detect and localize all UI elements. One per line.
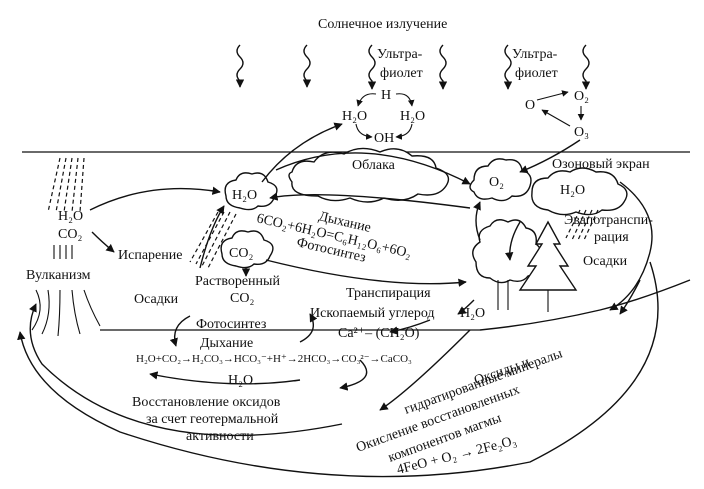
uv-label-2a: Ультра- bbox=[512, 47, 558, 62]
h2o-label-left: H₂O bbox=[342, 109, 367, 124]
o-atom-label: O bbox=[525, 98, 535, 113]
ozone-shield-label: Озоновый экран bbox=[552, 157, 650, 172]
dissolved-co2-label-b: CO₂ bbox=[230, 291, 254, 306]
uv-label-1b: фиолет bbox=[380, 66, 423, 81]
h2o-right-cloud-label: H₂O bbox=[560, 183, 585, 198]
h-atom-label: H bbox=[381, 88, 391, 103]
cloud-o2 bbox=[469, 158, 532, 202]
transpiration-label: Транспирация bbox=[346, 286, 431, 301]
rain-right bbox=[565, 209, 599, 241]
reduction-label-c: активности bbox=[186, 429, 254, 444]
co2-cloud-label: CO₂ bbox=[229, 246, 253, 261]
evapotranspiration-label-b: рация bbox=[594, 230, 629, 245]
o2-cloud-label: O₂ bbox=[489, 175, 504, 190]
conifer-tree bbox=[518, 220, 578, 312]
volcano-h2o-label: H₂O bbox=[58, 209, 83, 224]
solar-radiation-label: Солнечное излучение bbox=[318, 17, 447, 32]
uv-label-2b: фиолет bbox=[515, 66, 558, 81]
volcanic-plume bbox=[47, 157, 85, 213]
carbonate-equation: H₂O+CO₂→H₂CO₃→HCO₃⁻+H⁺→2HCO₃→CO₃²⁻→CaCO₃ bbox=[136, 353, 412, 365]
cloud-h2o-right bbox=[531, 167, 628, 216]
h2o-label-right: H₂O bbox=[400, 109, 425, 124]
dissolved-co2-label-a: Растворенный bbox=[195, 274, 280, 289]
cloud-main bbox=[288, 147, 450, 203]
clouds-label: Облака bbox=[352, 158, 396, 173]
volcanism-label: Вулканизм bbox=[26, 268, 91, 283]
photolysis-arrows bbox=[355, 93, 415, 140]
fossil-carbon-label: Ископаемый углерод bbox=[310, 306, 435, 321]
water-photosynthesis-label: Фотосинтез bbox=[196, 317, 267, 332]
bottom-h2o-label: H₂O bbox=[228, 373, 253, 388]
volcano-roots bbox=[31, 289, 101, 337]
oh-label: OH bbox=[374, 131, 394, 146]
evaporation-label: Испарение bbox=[118, 248, 182, 263]
reduction-label-b: за счет геотермальной bbox=[146, 412, 279, 427]
precipitation-left-label: Осадки bbox=[134, 292, 179, 307]
soil-h2o-label: H₂O bbox=[460, 306, 485, 321]
h2o-left-cloud-label: H₂O bbox=[232, 188, 257, 203]
land-surface-line bbox=[479, 279, 691, 331]
volcano-vent bbox=[53, 245, 73, 259]
flow-arrows bbox=[17, 122, 659, 478]
o2-label-top: O₂ bbox=[574, 89, 589, 104]
water-respiration-label: Дыхание bbox=[200, 336, 253, 351]
uv-label-1a: Ультра- bbox=[377, 47, 423, 62]
sunlight-rays bbox=[235, 44, 591, 90]
reduction-label-a: Восстановление оксидов bbox=[132, 395, 281, 410]
rain-left bbox=[189, 211, 237, 269]
precipitation-right-label: Осадки bbox=[583, 254, 628, 269]
o3-label: O₃ bbox=[574, 125, 589, 140]
cloud-h2o-left bbox=[224, 172, 278, 211]
volcano-co2-label: CO₂ bbox=[58, 227, 82, 242]
ozone-arrows bbox=[536, 90, 585, 127]
evapotranspiration-label-a: Эвапотранспи- bbox=[564, 213, 653, 228]
cloud-co2 bbox=[220, 230, 274, 269]
